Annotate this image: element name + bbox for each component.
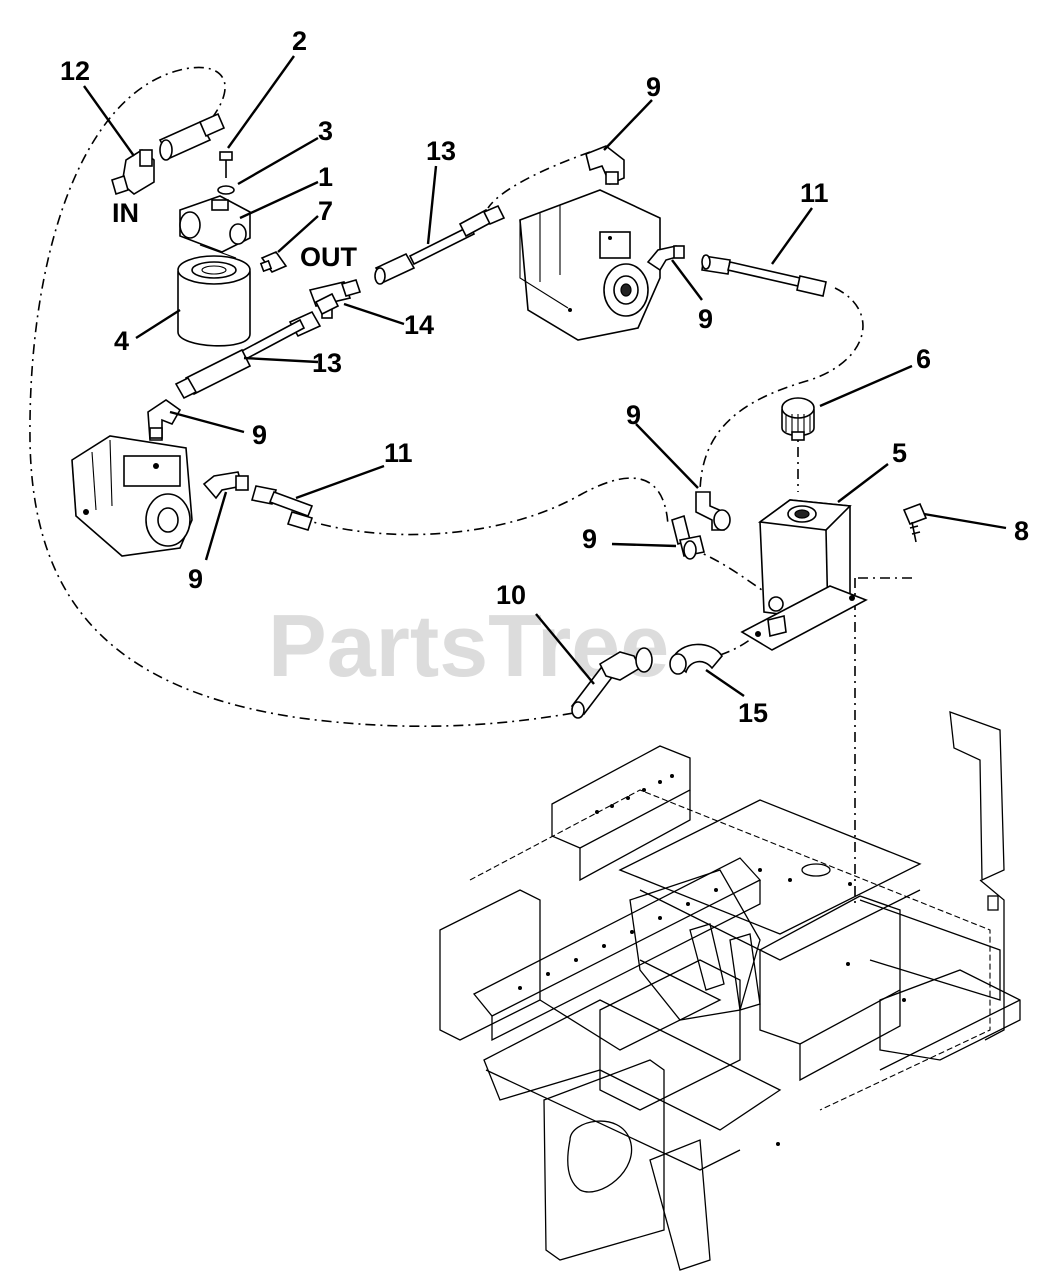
callout-labels: 12 2 3 1 7 IN OUT 4 13 9 11 9 14 13 9 11… [60,26,1029,728]
hose-coupler-top [158,112,226,161]
callout-9-reservoir-upper: 9 [626,400,641,430]
callout-12: 12 [60,56,90,86]
hydraulic-reservoir-5 [740,499,868,651]
callout-6: 6 [916,344,931,374]
hose-assembly-13-upper [374,204,506,285]
elbow-fitting-9-lower [202,471,249,500]
leader-lines [83,55,1007,697]
callout-9-reservoir-lower: 9 [582,524,597,554]
screw-8 [902,502,928,543]
label-out: OUT [300,242,358,272]
callout-9-pump: 9 [698,304,713,334]
callout-15: 15 [738,698,768,728]
elbow-hose-15 [669,643,723,675]
hose-assembly-13-lower [174,310,322,400]
hose-assembly-11-upper [701,254,827,297]
filter-head-1 [179,195,251,259]
reservoir-cap-6 [781,397,815,441]
connector-7 [259,251,288,273]
callout-1: 1 [318,162,333,192]
bolt-2 [219,151,233,178]
elbow-fitting-12 [111,149,155,196]
washer-3 [217,185,235,195]
hose-assembly-11-lower [250,485,314,531]
callout-13-lower: 13 [312,348,342,378]
hydraulic-pump-lower [71,435,193,557]
elbow-fitting-9-reservoir-lower [671,514,705,560]
callout-5: 5 [892,438,907,468]
callout-11-upper: 11 [800,178,829,208]
callout-10: 10 [496,580,526,610]
callout-9-left: 9 [252,420,267,450]
callout-3: 3 [318,116,333,146]
callout-14: 14 [404,310,434,340]
filter-cartridge-4 [177,255,251,347]
return-hose-10 [570,647,653,719]
callout-11-lower: 11 [384,438,413,468]
callout-9-lower: 9 [188,564,203,594]
mower-frame [439,711,1021,1271]
callout-7: 7 [318,196,333,226]
hydraulic-pump-upper [519,189,661,341]
callout-8: 8 [1014,516,1029,546]
elbow-fitting-9-pump [646,245,685,272]
elbow-fitting-9-left [147,399,182,441]
label-in: IN [112,198,139,228]
callout-4: 4 [114,326,129,356]
callout-9-top: 9 [646,72,661,102]
tee-fitting-14 [308,279,362,319]
elbow-fitting-9-reservoir-upper [695,491,731,531]
callout-13-upper: 13 [426,136,456,166]
elbow-fitting-9-top [585,145,625,186]
callout-2: 2 [292,26,307,56]
